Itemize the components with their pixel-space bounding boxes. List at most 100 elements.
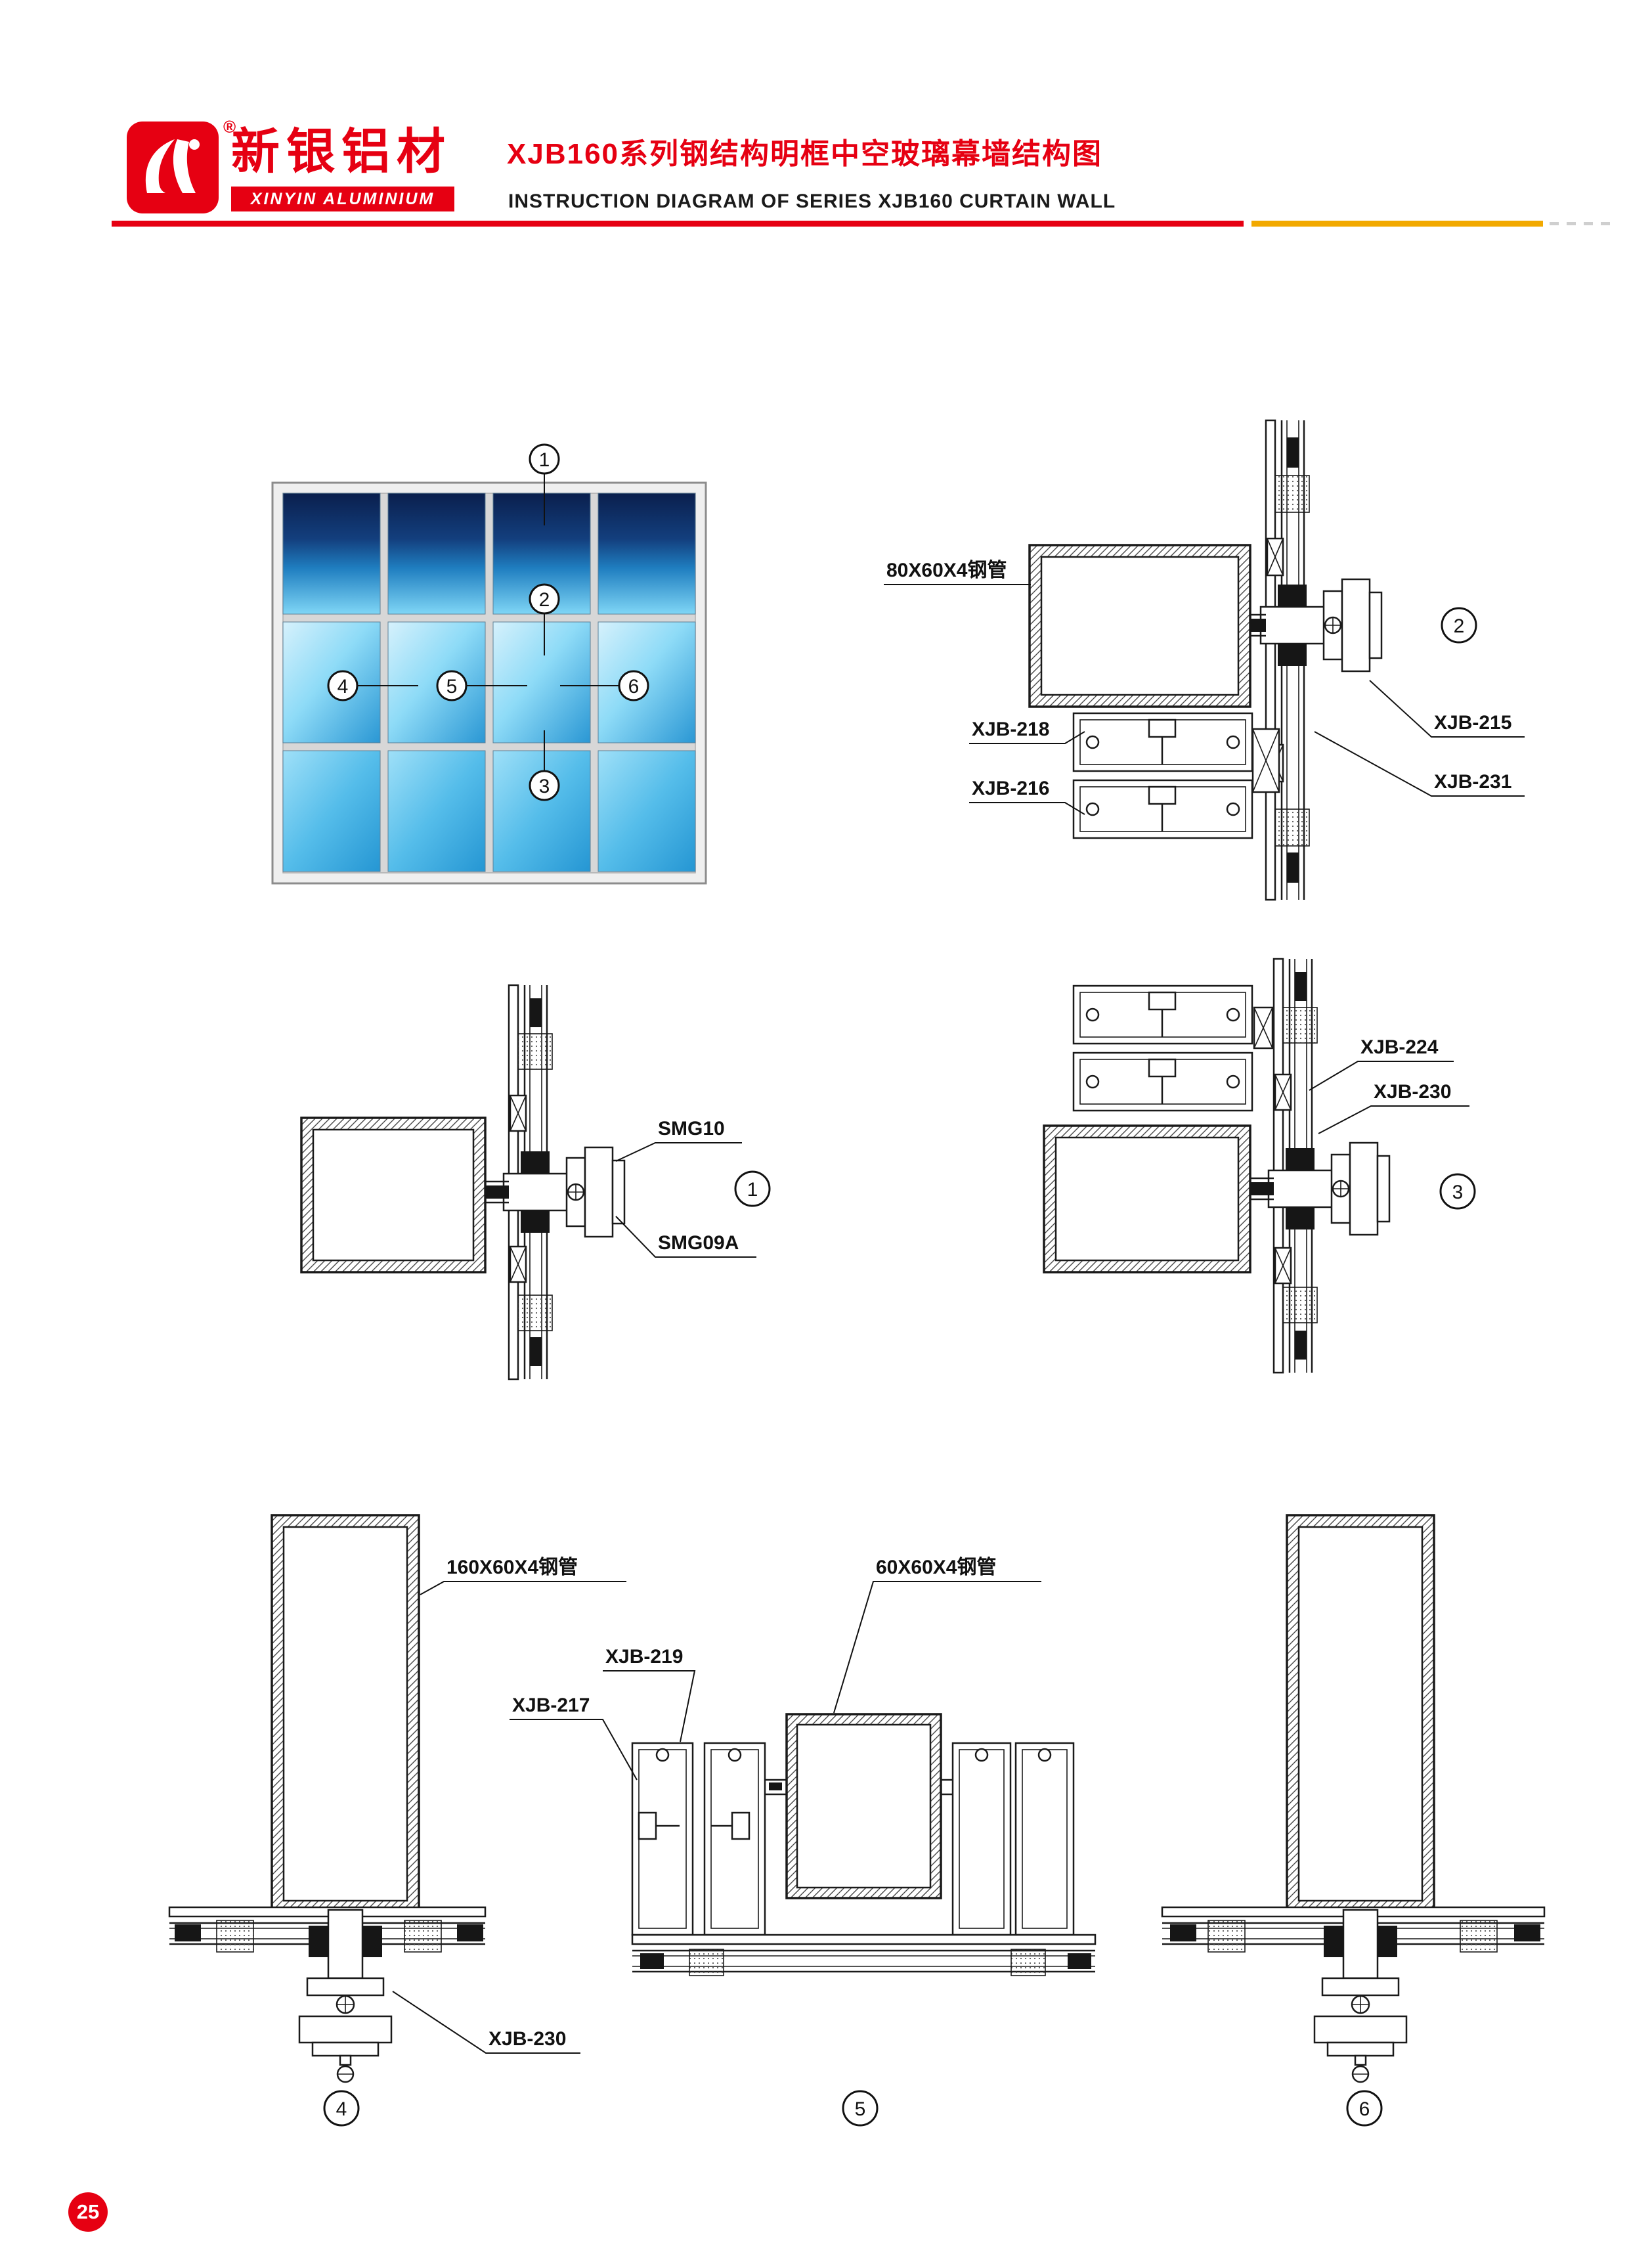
doc-title-cn: XJB160系列钢结构明框中空玻璃幕墙结构图 bbox=[507, 138, 1103, 170]
detail-section-4: 160X60X4钢管 XJB-230 4 bbox=[168, 1514, 626, 2127]
label-smg09a: SMG09A bbox=[615, 1216, 756, 1258]
header-rule-dashes bbox=[1550, 222, 1613, 225]
pressure-plate-node bbox=[1267, 1141, 1391, 1236]
callout-number: 3 bbox=[539, 776, 550, 797]
thermal-break-box bbox=[1274, 1247, 1292, 1285]
label-xjb219: XJB-219 bbox=[603, 1646, 696, 1742]
steel-tube-60x60 bbox=[765, 1713, 953, 1899]
transom-glass-run bbox=[168, 1906, 487, 1953]
label-text: XJB-224 bbox=[1360, 1036, 1439, 1058]
elevation-callout-5: 5 bbox=[436, 670, 527, 701]
detail-section-5: XJB-219 XJB-217 60X60X4钢管 5 bbox=[510, 1557, 1097, 2127]
callout-number: 3 bbox=[1452, 1182, 1464, 1203]
extrusion-profile-lower bbox=[1072, 1052, 1253, 1112]
label-text: XJB-216 bbox=[972, 778, 1049, 799]
callout-number: 4 bbox=[337, 676, 349, 697]
pressure-plate-node bbox=[1313, 1909, 1408, 2083]
detail-section-3: XJB-224 XJB-230 3 bbox=[1043, 958, 1476, 1374]
steel-tube-80x60 bbox=[1028, 544, 1266, 708]
pressure-plate-node bbox=[502, 1146, 626, 1238]
label-text: XJB-217 bbox=[512, 1694, 590, 1716]
label-xjb224: XJB-224 bbox=[1309, 1036, 1454, 1091]
detail-callout-1: 1 bbox=[734, 1170, 771, 1207]
callout-number: 5 bbox=[446, 676, 458, 697]
label-xjb231: XJB-231 bbox=[1314, 731, 1525, 797]
detail-callout-5: 5 bbox=[842, 2090, 879, 2127]
label-text: 80X60X4钢管 bbox=[886, 560, 1007, 581]
callout-number: 1 bbox=[539, 449, 550, 471]
detail-section-2: 80X60X4钢管 XJB-218 XJB-216 XJB-215 XJB-23… bbox=[884, 419, 1525, 901]
elevation-callout-4: 4 bbox=[327, 670, 418, 701]
label-xjb218: XJB-218 bbox=[969, 719, 1085, 744]
extrusion-profile-xjb218 bbox=[1072, 712, 1253, 772]
elevation-callout-3: 3 bbox=[529, 730, 560, 801]
registered-trademark: ® bbox=[223, 117, 236, 137]
detail-callout-3: 3 bbox=[1439, 1173, 1476, 1210]
steel-tube-160x60 bbox=[271, 1514, 420, 1914]
callout-number: 2 bbox=[539, 589, 550, 611]
elevation-callout-1: 1 bbox=[529, 443, 560, 525]
label-xjb230: XJB-230 bbox=[392, 1991, 580, 2054]
label-xjb216: XJB-216 bbox=[969, 778, 1085, 815]
label-tube-160x60: 160X60X4钢管 bbox=[420, 1557, 626, 1595]
extrusion-profile-upper bbox=[1072, 985, 1253, 1045]
pressure-plate-node bbox=[1259, 578, 1383, 673]
brand-name-cn: 新银铝材 bbox=[231, 124, 452, 179]
detail-sections-4-5-6: 160X60X4钢管 XJB-230 4 bbox=[168, 1514, 1546, 2127]
label-text: 60X60X4钢管 bbox=[876, 1557, 996, 1578]
elevation-callout-2: 2 bbox=[529, 583, 560, 655]
label-smg10: SMG10 bbox=[615, 1118, 742, 1162]
pressure-plate-node bbox=[298, 1909, 393, 2083]
thermal-break-box bbox=[1251, 728, 1280, 793]
thermal-break-box bbox=[1266, 537, 1284, 577]
brand-name-en: XINYIN ALUMINIUM bbox=[231, 187, 454, 211]
label-text: SMG10 bbox=[658, 1118, 725, 1140]
detail-section-6: 6 bbox=[1161, 1514, 1546, 2127]
thermal-break-box bbox=[509, 1094, 527, 1132]
label-text: XJB-230 bbox=[489, 2028, 566, 2050]
label-text: XJB-218 bbox=[972, 719, 1049, 740]
label-tube-80x60: 80X60X4钢管 bbox=[884, 560, 1031, 585]
thermal-break-box bbox=[509, 1245, 527, 1283]
extrusion-profile-d bbox=[1014, 1742, 1075, 1936]
callout-number: 1 bbox=[747, 1179, 758, 1201]
callout-number: 4 bbox=[336, 2098, 347, 2120]
extrusion-profile-a bbox=[631, 1742, 694, 1936]
brand-logo-glyph bbox=[127, 122, 219, 213]
label-text: 160X60X4钢管 bbox=[446, 1557, 578, 1578]
elevation-drawing: 1 2 3 4 5 6 bbox=[271, 443, 707, 885]
label-text: XJB-231 bbox=[1434, 771, 1511, 793]
mullion-glass-section bbox=[1267, 958, 1391, 1374]
label-xjb217: XJB-217 bbox=[510, 1694, 638, 1781]
steel-tube bbox=[1043, 1124, 1274, 1273]
thermal-break-box bbox=[1274, 1073, 1292, 1111]
callout-number: 2 bbox=[1454, 615, 1465, 637]
steel-tube-160x60 bbox=[1286, 1514, 1435, 1914]
extrusion-profile-c bbox=[951, 1742, 1012, 1936]
extrusion-profile-xjb216 bbox=[1072, 779, 1253, 839]
label-text: XJB-219 bbox=[605, 1646, 683, 1668]
header-rule-red bbox=[112, 221, 1244, 227]
page-number: 25 bbox=[76, 2200, 100, 2223]
header-rule-yellow bbox=[1251, 221, 1543, 227]
brand-logo-icon bbox=[127, 122, 219, 213]
mullion-glass-section bbox=[1259, 419, 1383, 901]
glass-panels bbox=[282, 493, 696, 872]
page-number-badge: 25 bbox=[68, 2192, 108, 2232]
detail-callout-6: 6 bbox=[1346, 2090, 1383, 2127]
label-tube-60x60: 60X60X4钢管 bbox=[833, 1557, 1041, 1714]
label-xjb215: XJB-215 bbox=[1369, 680, 1525, 738]
elevation-callout-6: 6 bbox=[560, 670, 649, 701]
thermal-break-box bbox=[1253, 1006, 1274, 1050]
label-text: XJB-230 bbox=[1374, 1081, 1451, 1103]
label-text: XJB-215 bbox=[1434, 712, 1511, 734]
callout-number: 6 bbox=[1359, 2098, 1370, 2120]
steel-tube bbox=[300, 1117, 509, 1273]
extrusion-profile-b bbox=[703, 1742, 766, 1936]
transom-glass-run bbox=[631, 1934, 1097, 1976]
detail-section-1: SMG10 SMG09A 1 bbox=[300, 984, 771, 1381]
callout-number: 5 bbox=[855, 2098, 866, 2120]
doc-title-en: INSTRUCTION DIAGRAM OF SERIES XJB160 CUR… bbox=[508, 190, 1116, 212]
label-text: SMG09A bbox=[658, 1232, 739, 1254]
